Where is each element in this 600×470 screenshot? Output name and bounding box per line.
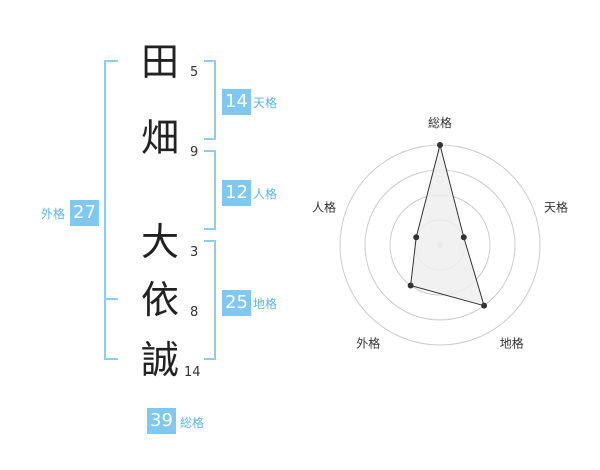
gaikaku-bracket-mid xyxy=(104,298,118,300)
sokaku-label: 総格 xyxy=(180,416,205,430)
chikaku-bracket xyxy=(204,240,216,360)
radar-point-4 xyxy=(407,282,414,289)
stroke-count-5: 14 xyxy=(184,365,201,380)
radar-axis-label-5: 人格 xyxy=(312,199,336,214)
radar-point-2 xyxy=(460,234,467,241)
stroke-count-3: 3 xyxy=(190,245,199,260)
tenkaku-label: 天格 xyxy=(253,96,278,110)
tenkaku-value: 14 xyxy=(222,89,251,115)
gaikaku-bracket xyxy=(104,60,118,360)
name-char-2: 畑 xyxy=(140,116,179,160)
jinkaku-value: 12 xyxy=(222,180,251,206)
sokaku-value: 39 xyxy=(147,408,176,434)
gaikaku-value: 27 xyxy=(70,200,99,226)
radar-axis-label-1: 総格 xyxy=(428,115,452,130)
chikaku-label: 地格 xyxy=(253,297,278,311)
stroke-count-1: 5 xyxy=(190,65,199,80)
radar-point-3 xyxy=(481,302,488,309)
stroke-count-4: 8 xyxy=(190,305,199,320)
stroke-count-2: 9 xyxy=(190,145,199,160)
name-char-3: 大 xyxy=(140,220,179,264)
radar-series-polygon xyxy=(410,144,485,307)
jinkaku-bracket xyxy=(204,150,216,230)
gaikaku-label: 外格 xyxy=(41,207,66,221)
radar-point-5 xyxy=(413,234,420,241)
tenkaku-bracket xyxy=(204,60,216,140)
chikaku-value: 25 xyxy=(222,290,251,316)
radar-point-1 xyxy=(437,142,443,148)
jinkaku-label: 人格 xyxy=(253,187,278,201)
name-char-4: 依 xyxy=(140,278,179,322)
name-char-1: 田 xyxy=(140,40,179,84)
name-char-5: 誠 xyxy=(140,338,179,382)
radar-axis-label-3: 地格 xyxy=(500,336,524,351)
radar-axis-label-4: 外格 xyxy=(356,336,380,351)
radar-axis-label-2: 天格 xyxy=(544,199,568,214)
